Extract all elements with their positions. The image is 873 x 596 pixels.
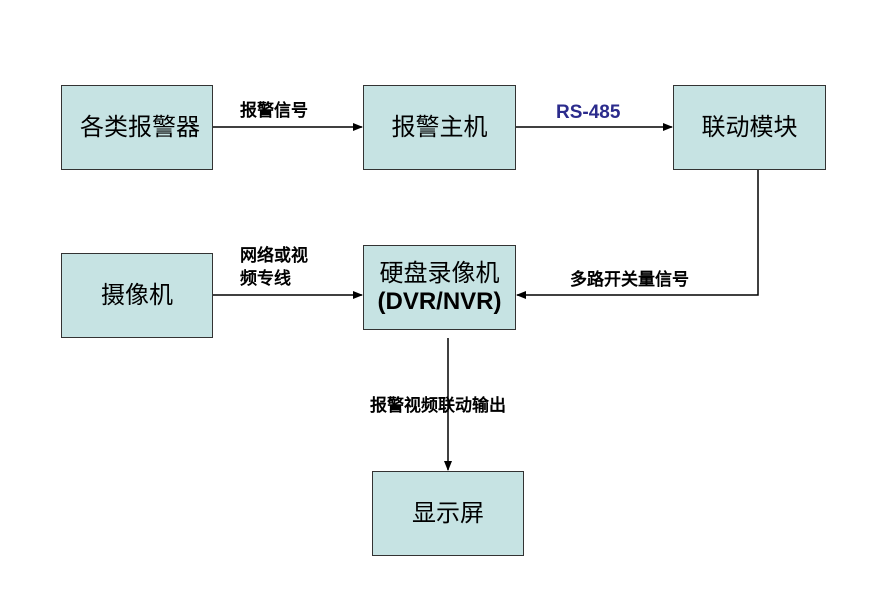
node-recorder-label: 硬盘录像机 <box>379 258 500 287</box>
edge-label-network: 网络或视 频专线 <box>240 245 308 291</box>
node-alarm-host-label: 报警主机 <box>391 113 488 142</box>
node-camera: 摄像机 <box>61 253 213 338</box>
node-linkage-module: 联动模块 <box>673 85 826 170</box>
node-alarm-host: 报警主机 <box>363 85 516 170</box>
node-display-label: 显示屏 <box>412 499 484 528</box>
node-alarm-sources: 各类报警器 <box>61 85 213 170</box>
edge-label-video-output: 报警视频联动输出 <box>370 396 506 416</box>
node-alarm-sources-label: 各类报警器 <box>80 113 200 142</box>
node-recorder: 硬盘录像机 (DVR/NVR) <box>363 245 516 330</box>
edge-label-rs485: RS-485 <box>556 102 621 123</box>
edge-label-network-line1: 网络或视 <box>240 246 308 266</box>
edge-label-network-line2: 频专线 <box>240 268 291 289</box>
node-camera-label: 摄像机 <box>101 281 173 310</box>
node-display: 显示屏 <box>372 471 524 556</box>
edge-label-switch-signals: 多路开关量信号 <box>570 270 689 290</box>
arrow-module-to-recorder <box>516 170 759 299</box>
node-linkage-module-label: 联动模块 <box>701 113 798 142</box>
node-recorder-model: (DVR/NVR) <box>377 287 502 315</box>
edge-label-alarm-signal: 报警信号 <box>240 101 308 121</box>
